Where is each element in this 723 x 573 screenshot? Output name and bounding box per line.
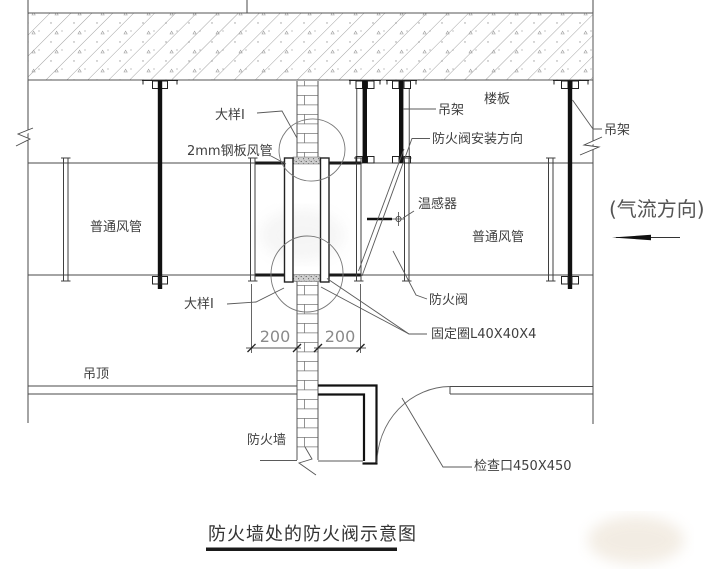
firewall-lower <box>296 281 319 476</box>
label-detail-top: 大样I <box>215 108 245 123</box>
label-duct-right: 普通风管 <box>472 230 524 245</box>
label-firewall: 防火墙 <box>247 432 286 448</box>
duct-joints <box>61 157 556 282</box>
hanger-right <box>553 80 589 289</box>
leader-detail-bottom <box>226 287 285 305</box>
leader-fixing-ring-2 <box>320 286 410 335</box>
fixing-ring-right <box>319 157 330 283</box>
duct-joint <box>248 157 258 282</box>
label-airflow: (气流方向) <box>609 197 705 221</box>
break-mark-right <box>579 136 603 156</box>
label-hanger-mid: 吊架 <box>438 103 464 118</box>
hanger-mid-1 <box>349 80 381 164</box>
leader-detail-top <box>256 110 298 139</box>
hanger-left <box>142 80 178 289</box>
fire-packing-bottom <box>292 274 321 282</box>
leader-inspection-port <box>401 397 472 468</box>
inspection-door-arc <box>376 386 451 464</box>
fixing-ring-left <box>283 157 294 283</box>
leader-install-direction-2 <box>358 148 405 272</box>
label-temp-sensor: 温感器 <box>418 196 457 212</box>
dimension-left <box>246 284 302 353</box>
duct-joint <box>402 157 412 282</box>
drawing-title: 防火墙处的防火阀示意图 <box>208 524 417 545</box>
label-slab: 楼板 <box>484 92 510 107</box>
leader-fire-damper <box>392 250 428 300</box>
label-install-direction: 防火阀安装方向 <box>432 131 523 147</box>
leader-steel-duct <box>270 155 287 165</box>
fire-packing-top <box>292 156 321 165</box>
wall-break-mark <box>297 446 317 476</box>
temp-sensor-symbol <box>367 212 405 226</box>
label-duct-left: 普通风管 <box>90 220 142 235</box>
airflow-arrow <box>612 234 680 241</box>
detail-circle-bottom <box>270 235 344 313</box>
duct-joint <box>546 157 556 282</box>
floor-slab <box>27 12 594 81</box>
inspection-door-frame <box>318 384 378 465</box>
dimension-right <box>313 284 366 353</box>
leader-temp-sensor <box>402 210 415 219</box>
detail-circle-top <box>278 118 346 182</box>
ceiling-right <box>449 386 593 395</box>
label-fixing-ring: 固定圈L40X40X4 <box>431 327 536 342</box>
label-hanger-right: 吊架 <box>604 123 630 138</box>
label-detail-bottom: 大样I <box>184 297 214 312</box>
ceiling-left <box>28 385 297 395</box>
label-fire-damper: 防火阀 <box>429 292 468 308</box>
leader-install-direction-1 <box>361 138 430 277</box>
label-inspection-port: 检查口450X450 <box>474 459 572 474</box>
hanger-mid-2 <box>386 80 417 164</box>
label-steel-duct: 2mm钢板风管 <box>187 144 273 159</box>
label-ceiling: 吊顶 <box>83 367 109 382</box>
title-underline <box>206 547 397 551</box>
leader-lines <box>226 99 602 468</box>
leader-hanger-right <box>572 99 602 130</box>
break-mark-left <box>15 127 34 147</box>
duct-joint <box>61 157 71 282</box>
dim-right-text: 200 <box>325 327 356 346</box>
dim-left-text: 200 <box>260 327 291 346</box>
